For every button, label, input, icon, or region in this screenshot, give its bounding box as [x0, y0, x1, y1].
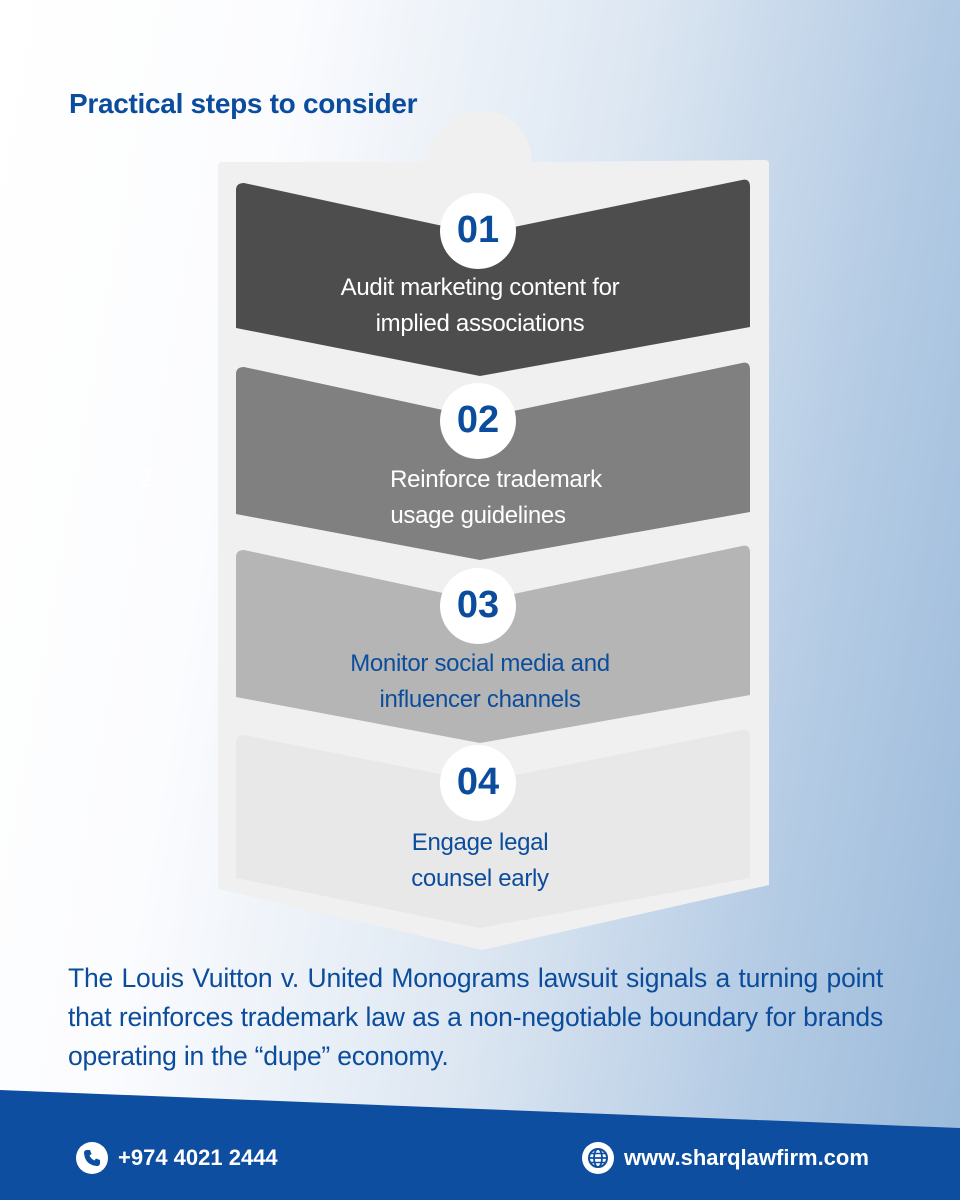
step-4-number: 04 — [456, 761, 500, 803]
step-1-badge — [440, 193, 516, 269]
phone-number: +974 4021 2444 — [118, 1145, 278, 1170]
step-4-line-2: counsel early — [411, 865, 549, 892]
step-2-shape — [236, 362, 750, 560]
step-1-shape — [236, 179, 750, 376]
step-4-text: Engage legal counsel early — [280, 825, 680, 897]
step-2-line-1: Reinforce trademark — [390, 466, 602, 493]
step-4-badge — [440, 745, 516, 821]
step-3-number: 03 — [456, 584, 500, 626]
step-4-line-1: Engage legal — [411, 829, 549, 856]
website-link: www.sharqlawfirm.com — [624, 1145, 869, 1170]
step-1-number: 01 — [456, 209, 500, 251]
step-1-line-2: implied associations — [375, 310, 585, 337]
step-3-line-1: Monitor social media and — [350, 650, 610, 677]
steps-graphic — [218, 110, 769, 950]
step-2-number: 02 — [456, 399, 500, 441]
stray-label: 2. — [140, 466, 159, 491]
step-1-text: Audit marketing content for implied asso… — [280, 270, 680, 342]
step-3-badge — [440, 568, 516, 644]
step-2-line-2: usage guidelines — [390, 502, 566, 529]
globe-icon — [582, 1142, 614, 1174]
footer-band — [0, 1090, 960, 1200]
step-2-badge — [440, 383, 516, 459]
step-1-line-1: Audit marketing content for — [340, 274, 620, 301]
step-2-text: Reinforce trademark usage guidelines — [296, 462, 696, 534]
body-paragraph: The Louis Vuitton v. United Monograms la… — [68, 963, 883, 1071]
website-contact[interactable]: www.sharqlawfirm.com — [582, 1142, 869, 1174]
phone-contact[interactable]: +974 4021 2444 — [76, 1142, 278, 1174]
step-3-text: Monitor social media and influencer chan… — [280, 646, 680, 718]
step-3-line-2: influencer channels — [379, 686, 581, 713]
step-4-shape — [236, 729, 750, 928]
phone-icon — [76, 1142, 108, 1174]
step-3-shape — [236, 545, 750, 743]
page-title: Practical steps to consider — [69, 88, 418, 119]
